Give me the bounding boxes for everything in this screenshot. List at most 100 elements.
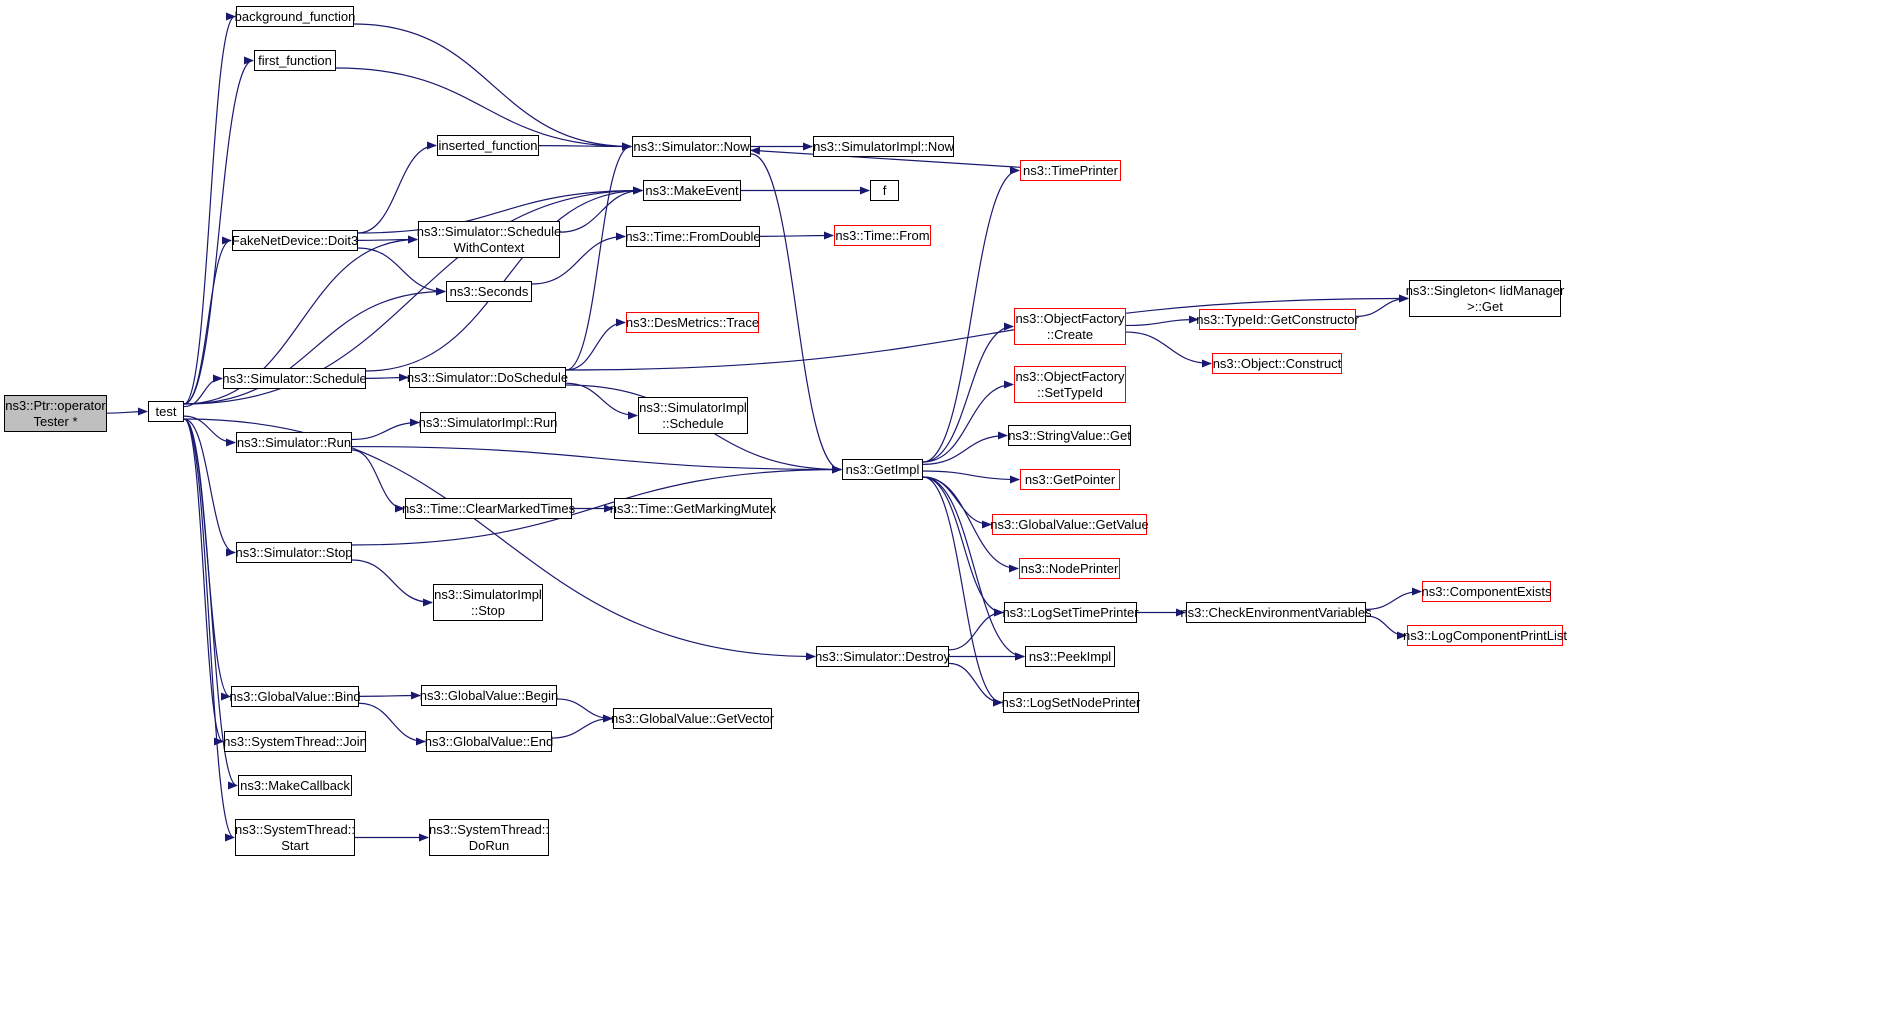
edge-test-to-seconds (183, 287, 446, 405)
edge-first_function-to-sim_now (335, 67, 632, 151)
node-time-clearmarkedtimes[interactable]: ns3::Time::ClearMarkedTimes (402, 498, 575, 519)
edge-test-to-st_start (183, 418, 235, 842)
node-objectfactory-create[interactable]: ns3::ObjectFactory ::Create (1014, 308, 1126, 345)
edge-test-to-background_function (183, 12, 236, 405)
edge-inserted_function-to-sim_now (538, 142, 632, 151)
node-logsetnodeprinter[interactable]: ns3::LogSetNodePrinter (1002, 692, 1140, 713)
edge-timeprinter-to-sim_now (750, 146, 1021, 168)
edge-of_create-to-typeid_getctor (1125, 315, 1199, 327)
node-makeevent[interactable]: ns3::MakeEvent (643, 180, 741, 201)
edge-getimpl-to-getpointer (922, 470, 1020, 484)
node-simulator-doschedule[interactable]: ns3::Simulator::DoSchedule (407, 367, 568, 388)
node-simulatorimpl-run[interactable]: ns3::SimulatorImpl::Run (419, 412, 557, 433)
node-desmetrics-trace[interactable]: ns3::DesMetrics::Trace (626, 312, 759, 333)
edge-checkenv-to-logcomponentprintlist (1365, 615, 1407, 640)
edge-sim_doschedule-to-singleton_get (565, 294, 1409, 371)
node-f[interactable]: f (870, 180, 899, 201)
node-fakenetdevice-doit3[interactable]: FakeNetDevice::Doit3 (232, 230, 358, 251)
node-singleton-iidmanager-get[interactable]: ns3::Singleton< IidManager >::Get (1406, 280, 1564, 317)
edge-fakenet_doit3-to-inserted_function (357, 141, 437, 234)
edge-test-to-make_callback (183, 418, 238, 790)
edge-getimpl-to-peekimpl (922, 476, 1025, 661)
edge-test-to-make_event (183, 186, 643, 405)
edge-fakenet_doit3-to-make_event (357, 186, 643, 234)
edge-sim_now-to-getimpl (750, 153, 842, 474)
node-test[interactable]: test (148, 401, 184, 422)
node-background-function[interactable]: background_function (235, 6, 355, 27)
edge-getimpl-to-of_settypeid (922, 380, 1014, 463)
node-getimpl[interactable]: ns3::GetImpl (842, 459, 923, 480)
node-typeid-getconstructor[interactable]: ns3::TypeId::GetConstructor (1196, 309, 1359, 330)
node-makecallback[interactable]: ns3::MakeCallback (238, 775, 352, 796)
node-getpointer[interactable]: ns3::GetPointer (1020, 469, 1120, 490)
edge-test-to-sim_stop (183, 418, 236, 557)
edge-gv_bind-to-gv_begin (358, 691, 421, 700)
node-object-construct[interactable]: ns3::Object::Construct (1212, 353, 1342, 374)
edge-background_function-to-sim_now (353, 23, 632, 151)
node-peekimpl[interactable]: ns3::PeekImpl (1025, 646, 1115, 667)
node-globalvalue-bind[interactable]: ns3::GlobalValue::Bind (229, 686, 361, 707)
edge-getimpl-to-logsettimeprinter (922, 476, 1004, 617)
edge-test-to-fakenet_doit3 (183, 236, 232, 405)
node-globalvalue-getvector[interactable]: ns3::GlobalValue::GetVector (611, 708, 774, 729)
node-seconds[interactable]: ns3::Seconds (446, 281, 532, 302)
node-simulator-now[interactable]: ns3::Simulator::Now (632, 136, 751, 157)
node-first-function[interactable]: first_function (254, 50, 336, 71)
node-time-fromdouble[interactable]: ns3::Time::FromDouble (625, 226, 761, 247)
node-systemthread-dorun[interactable]: ns3::SystemThread:: DoRun (429, 819, 549, 856)
edge-time_fromdouble-to-time_from (759, 231, 834, 240)
edge-sim_run-to-getimpl (351, 445, 842, 474)
node-simulatorimpl-schedule[interactable]: ns3::SimulatorImpl ::Schedule (638, 397, 748, 434)
node-componentexists[interactable]: ns3::ComponentExists (1421, 581, 1552, 602)
node-logcomponentprintlist[interactable]: ns3::LogComponentPrintList (1403, 625, 1567, 646)
edge-sim_stop-to-getimpl (351, 465, 842, 546)
edge-sim_schedule-to-make_event (365, 186, 643, 372)
edge-of_create-to-object_construct (1125, 331, 1212, 368)
node-systemthread-start[interactable]: ns3::SystemThread:: Start (235, 819, 355, 856)
node-globalvalue-begin[interactable]: ns3::GlobalValue::Begin (420, 685, 558, 706)
edge-gv_end-to-gv_getvector (551, 714, 613, 739)
node-inserted-function[interactable]: inserted_function (437, 135, 539, 156)
node-systemthread-join[interactable]: ns3::SystemThread::Join (223, 731, 367, 752)
edge-sim_doschedule-to-sim_now (565, 142, 632, 371)
node-simulator-run[interactable]: ns3::Simulator::Run (236, 432, 352, 453)
node-nodeprinter[interactable]: ns3::NodePrinter (1019, 558, 1120, 579)
edge-sim_run-to-simimpl_run (351, 418, 420, 441)
edge-gv_bind-to-gv_end (358, 702, 426, 746)
edge-test-to-sim_sched_ctx (183, 235, 418, 405)
edge-sim_stop-to-simimpl_stop (351, 559, 433, 607)
node-globalvalue-end[interactable]: ns3::GlobalValue::End (425, 731, 553, 752)
edge-getimpl-to-nodeprinter (922, 476, 1019, 573)
edge-seconds-to-time_fromdouble (531, 232, 626, 285)
edge-sim_sched_ctx-to-make_event (559, 186, 643, 233)
edge-fakenet_doit3-to-seconds (357, 247, 446, 296)
node-globalvalue-getvalue[interactable]: ns3::GlobalValue::GetValue (990, 514, 1149, 535)
node-simulator-schedule-with-context[interactable]: ns3::Simulator::Schedule WithContext (417, 221, 561, 258)
edge-getimpl-to-of_create (922, 322, 1014, 463)
node-stringvalue-get[interactable]: ns3::StringValue::Get (1008, 425, 1131, 446)
edge-getimpl-to-logsetnodeprinter (922, 476, 1003, 707)
node-ptr-operator-tester: ns3::Ptr::operator Tester * (4, 395, 107, 432)
edge-test-to-st_join (183, 418, 224, 746)
edge-sim_doschedule-to-des_trace (565, 318, 626, 371)
node-checkenvironmentvariables[interactable]: ns3::CheckEnvironmentVariables (1180, 602, 1372, 623)
edge-sim_schedule-to-sim_doschedule (365, 373, 409, 382)
edge-checkenv-to-componentexists (1365, 587, 1422, 610)
node-objectfactory-settypeid[interactable]: ns3::ObjectFactory ::SetTypeId (1014, 366, 1126, 403)
edge-typeid_getctor-to-singleton_get (1355, 294, 1409, 317)
edge-test-to-sim_schedule (183, 374, 223, 408)
node-simulatorimpl-stop[interactable]: ns3::SimulatorImpl ::Stop (433, 584, 543, 621)
node-timeprinter[interactable]: ns3::TimePrinter (1020, 160, 1121, 181)
edge-root-to-test (106, 407, 148, 416)
node-simulatorimpl-now[interactable]: ns3::SimulatorImpl::Now (813, 136, 954, 157)
node-logsettimeprinter[interactable]: ns3::LogSetTimePrinter (1002, 602, 1139, 623)
node-simulator-stop[interactable]: ns3::Simulator::Stop (235, 542, 353, 563)
node-simulator-schedule[interactable]: ns3::Simulator::Schedule (222, 368, 367, 389)
node-time-getmarkingmutex[interactable]: ns3::Time::GetMarkingMutex (610, 498, 776, 519)
node-simulator-destroy[interactable]: ns3::Simulator::Destroy (815, 646, 950, 667)
edge-getimpl-to-timeprinter (922, 166, 1020, 463)
edge-getimpl-to-stringvalue_get (922, 431, 1008, 465)
edge-test-to-sim_run (183, 415, 236, 447)
node-time-from[interactable]: ns3::Time::From (834, 225, 931, 246)
